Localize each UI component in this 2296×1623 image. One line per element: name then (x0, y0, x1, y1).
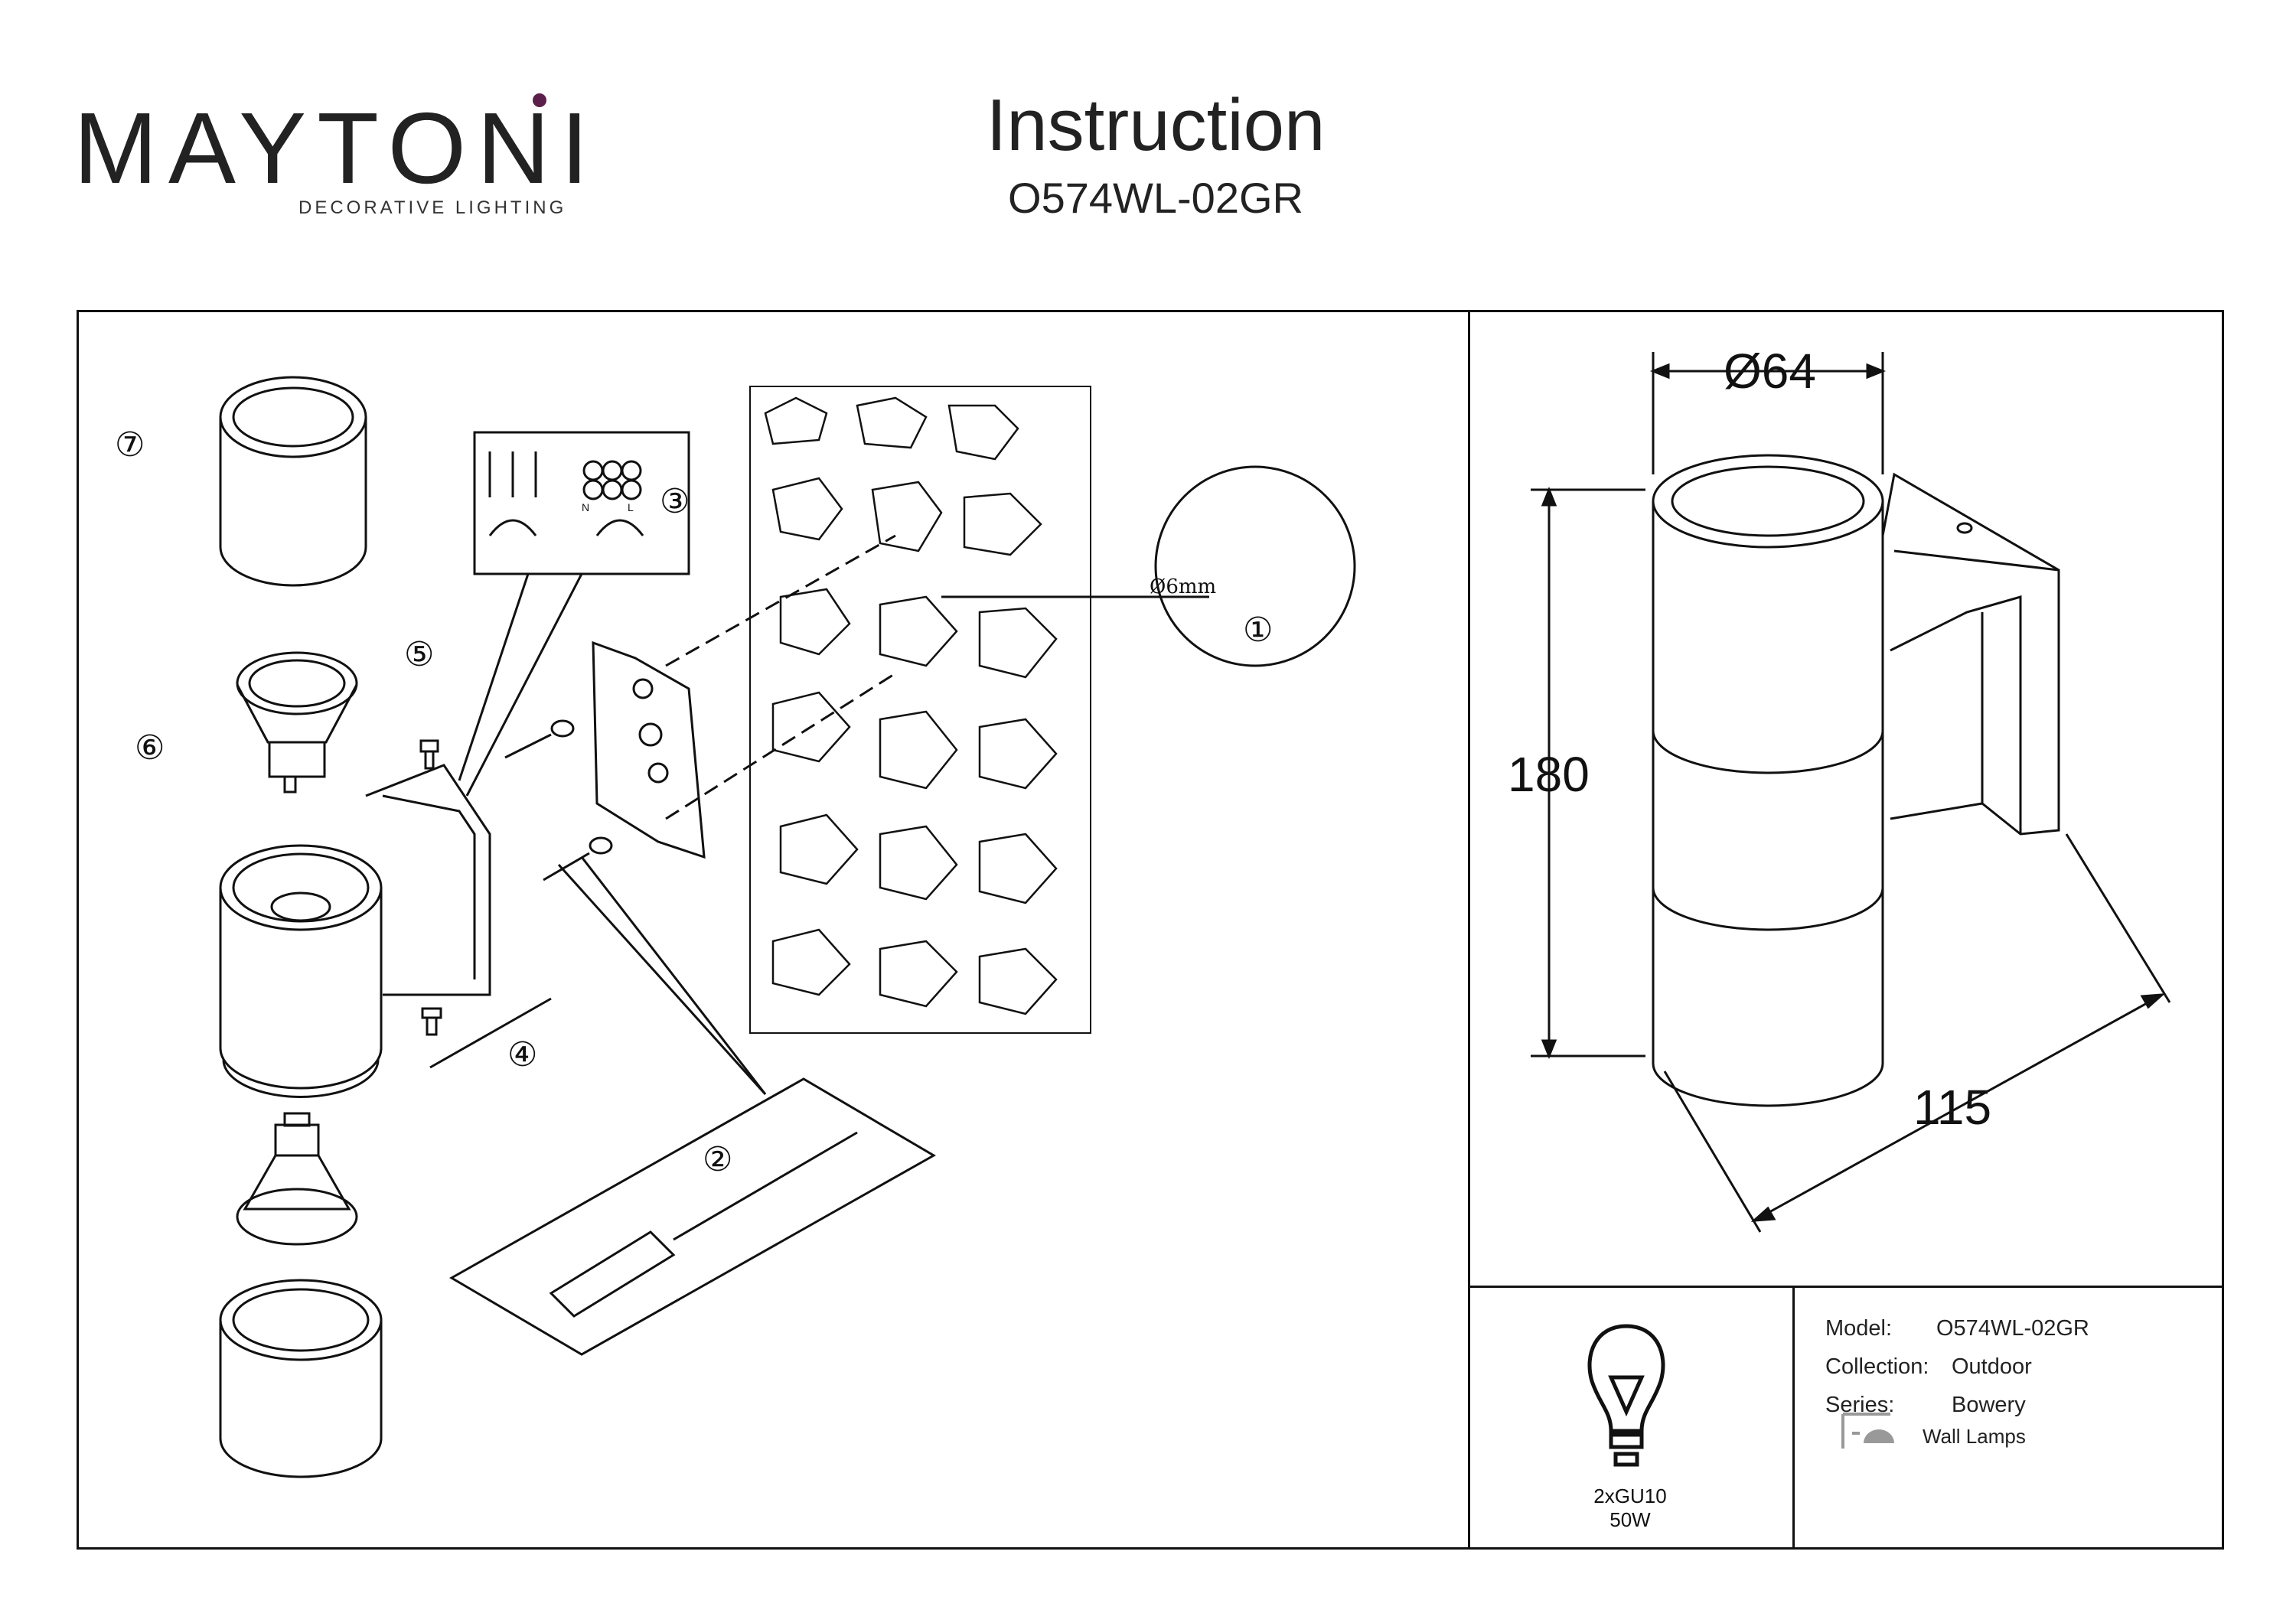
step-5: ⑤ (404, 635, 435, 674)
drill-detail (1154, 465, 1356, 667)
screwdriver-panel (448, 1077, 937, 1356)
frame-divider-horizontal (1468, 1286, 2224, 1288)
light-bulb-icon (1587, 1324, 1665, 1467)
top-shade (219, 376, 367, 587)
frame-divider-vertical (1468, 310, 1470, 1550)
lamp-body (219, 764, 491, 1098)
step-4: ④ (507, 1035, 538, 1074)
terminal-n-label: N (582, 501, 590, 513)
series-value: Bowery (1952, 1393, 2026, 1417)
top-bulb (236, 651, 358, 794)
brand-name: MAYTONI (73, 92, 600, 204)
mounting-plate (592, 640, 706, 859)
dimension-height: 180 (1508, 747, 1590, 802)
terminal-l-label: L (628, 501, 634, 513)
bottom-shade (219, 1279, 383, 1478)
stone-pattern (764, 396, 1058, 1015)
dimension-depth: 115 (1913, 1080, 1992, 1135)
drill-size-label: Ø6mm (1150, 575, 1217, 598)
wall-lamp-icon (1841, 1413, 1894, 1449)
bulb-spec: 2xGU10 50W (1593, 1484, 1667, 1531)
model-number: O574WL-02GR (1008, 174, 1303, 222)
step-2: ② (703, 1140, 733, 1179)
spec-divider (1792, 1286, 1795, 1550)
step-1: ① (1243, 611, 1274, 650)
page-title: Instruction (986, 84, 1326, 166)
instruction-frame (77, 310, 2224, 1550)
step-3: ③ (660, 482, 690, 521)
step-6: ⑥ (135, 728, 165, 768)
dimension-diameter: Ø64 (1724, 344, 1816, 399)
collection-value: Outdoor (1952, 1354, 2032, 1379)
model-value: O574WL-02GR (1936, 1316, 2089, 1341)
lamp-type: Wall Lamps (1923, 1425, 2026, 1448)
logo-dot (533, 93, 546, 107)
stone-wall (749, 386, 1091, 1034)
step-7: ⑦ (115, 425, 145, 464)
bottom-screw (421, 997, 552, 1069)
brand-tagline: DECORATIVE LIGHTING (298, 197, 567, 218)
model-label: Model: (1825, 1316, 1893, 1341)
collection-label: Collection: (1825, 1354, 1929, 1379)
small-screw-top (419, 739, 439, 770)
bottom-bulb (236, 1112, 358, 1246)
